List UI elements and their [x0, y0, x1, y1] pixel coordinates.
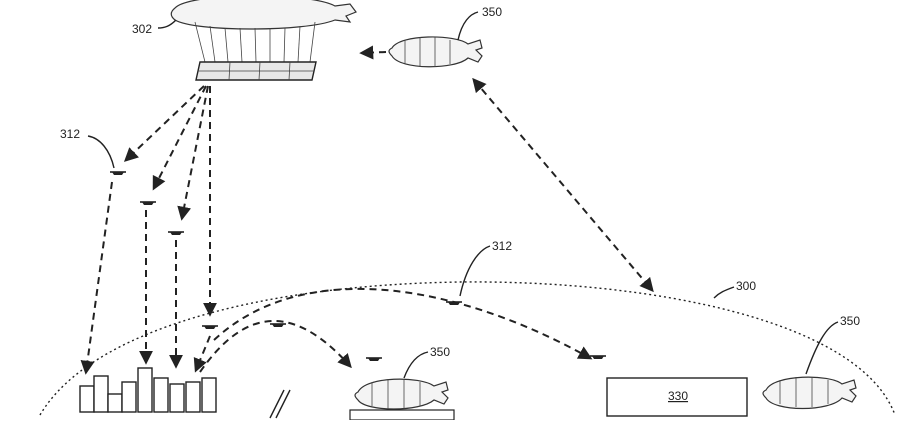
label-312-top: 312 — [60, 127, 80, 141]
airship-350-right — [762, 376, 857, 410]
uav-drone — [167, 231, 185, 236]
airship-350-top — [388, 36, 483, 68]
facility-330 — [606, 377, 748, 417]
uav-drone — [365, 357, 383, 362]
airship-350-ground — [349, 378, 455, 421]
label-350-right: 350 — [840, 314, 860, 328]
label-350-ground: 350 — [430, 345, 450, 359]
uav-drone — [269, 323, 287, 328]
label-300: 300 — [736, 279, 756, 293]
label-350-top: 350 — [482, 5, 502, 19]
uav-drone — [139, 201, 157, 206]
uav-drone — [201, 325, 219, 330]
label-312-mid: 312 — [492, 239, 512, 253]
label-302: 302 — [132, 22, 152, 36]
uav-drone — [109, 171, 127, 176]
label-330: 330 — [668, 389, 688, 403]
uav-drone — [589, 355, 607, 360]
city-buildings — [79, 367, 217, 413]
airspace-boundary — [39, 281, 896, 416]
main-airship — [170, 0, 357, 81]
